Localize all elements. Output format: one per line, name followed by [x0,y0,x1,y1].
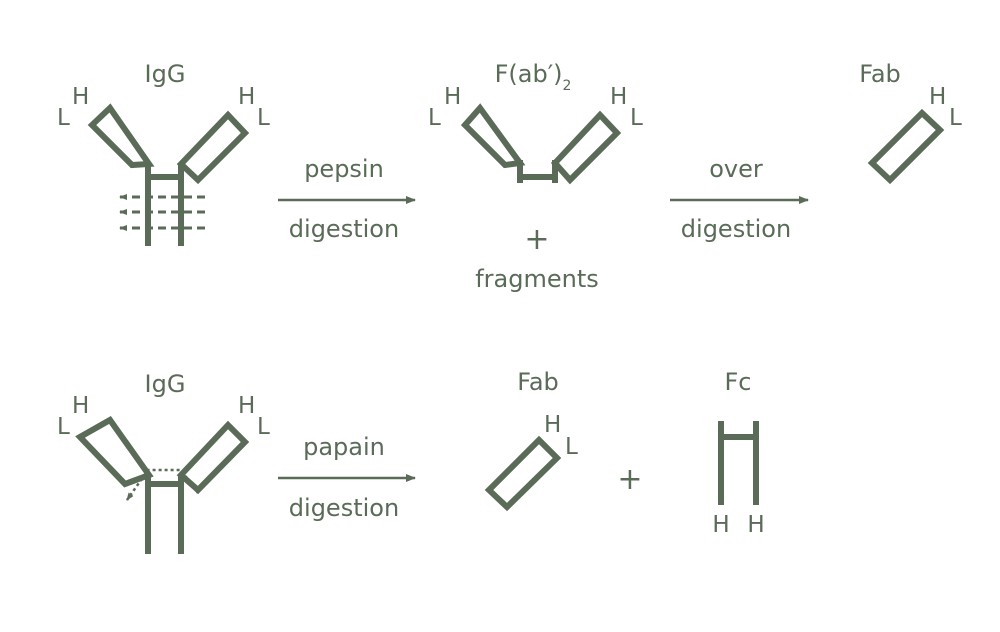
fab-row2-heavy-label: H [544,412,561,438]
fab-row1-light-label: L [949,105,962,131]
igg2-right-heavy-label: H [238,393,255,419]
igg-title: IgG [145,60,186,88]
fc-fragment: Fc H H [712,368,764,538]
fab-arm-row2 [489,440,557,507]
fab2-fragment: F(ab′)2 L H H L + fragments [428,60,643,293]
fc-right-heavy-label: H [747,512,764,538]
igg-left-heavy-label: H [72,84,89,110]
fragments-label: fragments [475,265,599,293]
fab2-left-arm [465,108,520,165]
igg-right-arm [181,115,245,180]
pepsin-cleavage-arrows [120,197,205,228]
over-digestion-label: digestion [681,215,791,243]
igg2-left-heavy-label: H [72,393,89,419]
fab2-left-light-label: L [428,105,441,131]
fab2-right-heavy-label: H [610,84,627,110]
fab-title-row1: Fab [859,60,901,88]
igg2-right-light-label: L [257,414,270,440]
pepsin-digestion-arrow: pepsin digestion [278,155,415,243]
fab2-right-light-label: L [630,105,643,131]
fab-title-row2: Fab [517,368,559,396]
pepsin-digestion-label: digestion [289,215,399,243]
fab-row1-heavy-label: H [929,84,946,110]
fc-title: Fc [725,368,752,396]
plus-sign-row2: + [617,462,642,497]
igg-molecule-pepsin: IgG L H H L [57,60,270,246]
fab-fragment-row1: Fab H L [859,60,962,180]
igg-right-heavy-label: H [238,84,255,110]
over-digestion-arrow: over digestion [670,155,808,243]
fab2-left-heavy-label: H [444,84,461,110]
igg-right-light-label: L [257,105,270,131]
papain-label: papain [303,433,385,461]
fab-arm-row1 [872,113,940,180]
fab2-right-arm [555,115,617,180]
igg-molecule-papain: IgG L H H L [57,370,270,554]
pepsin-label: pepsin [304,155,384,183]
igg2-left-arm [80,420,149,484]
plus-sign-row1: + [524,222,549,257]
fab2-title: F(ab′)2 [495,60,572,94]
papain-digestion-arrow: papain digestion [278,433,415,522]
fab-row2-light-label: L [565,434,578,460]
fc-left-heavy-label: H [712,512,729,538]
fab-fragment-row2: Fab H L [489,368,578,507]
igg2-left-light-label: L [57,414,70,440]
igg-left-light-label: L [57,105,70,131]
igg-left-arm [92,108,149,165]
over-label: over [709,155,763,183]
igg-title-row2: IgG [145,370,186,398]
igg2-right-arm [181,425,245,490]
papain-digestion-label: digestion [289,494,399,522]
